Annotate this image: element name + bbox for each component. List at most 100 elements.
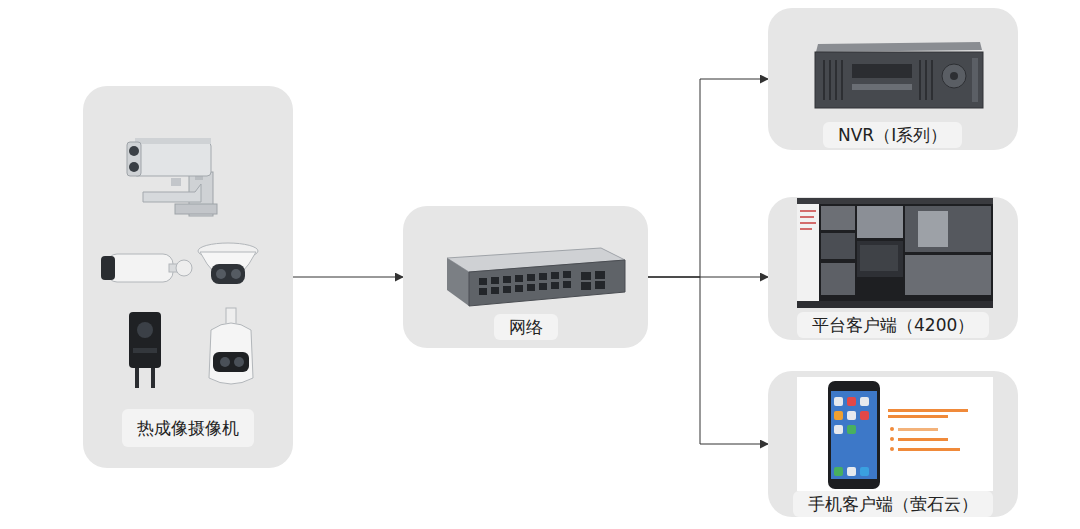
nvr-device-part — [815, 52, 983, 108]
nvr-device — [815, 42, 983, 108]
explosion-proof-camera-part — [133, 142, 211, 176]
phone-app-part — [890, 427, 894, 431]
nvr-device-part — [816, 42, 982, 52]
explosion-proof-camera-part — [127, 142, 141, 176]
network-switch-part — [469, 260, 625, 306]
box-thermal-camera-part — [129, 312, 161, 368]
phone-app-part-part — [834, 425, 843, 434]
phone-app-part-part — [834, 467, 843, 476]
network-switch-part-part — [581, 282, 591, 290]
node-label: 热成像摄像机 — [122, 409, 254, 447]
node-label: 网络 — [494, 314, 558, 340]
network-switch-part-part — [563, 281, 571, 288]
output-box: 平台客户端（4200） — [768, 197, 1018, 340]
network-switch-part — [447, 258, 469, 306]
phone-app-part — [828, 381, 880, 489]
phone-app — [797, 377, 993, 491]
explosion-proof-camera-part — [171, 178, 181, 186]
phone-app-part-part — [847, 425, 856, 434]
nvr-device-part — [824, 60, 932, 100]
explosion-proof-camera-part — [175, 204, 217, 214]
nvr-device-part-part — [824, 60, 842, 100]
box-thermal-camera-part — [133, 348, 157, 353]
ptz-camera-part — [220, 357, 230, 367]
phone-app-part-part — [860, 467, 869, 476]
phone-app-part-part — [860, 411, 869, 420]
software-window-part — [821, 263, 855, 295]
network-switch-part-part — [539, 283, 547, 290]
software-window-part — [797, 198, 993, 308]
phone-app-part-part — [834, 397, 843, 406]
nvr-device-part — [942, 64, 966, 88]
ptz-camera-part — [209, 323, 253, 384]
camera-group: 热成像摄像机 — [83, 86, 293, 468]
software-window-part — [797, 204, 819, 304]
connector-arrow — [648, 79, 768, 277]
software-window-part — [857, 206, 903, 238]
nvr-device-part — [950, 72, 958, 80]
nvr-device-part — [852, 64, 912, 78]
nvr-device-part — [972, 58, 978, 102]
network-switch-part-part — [539, 273, 547, 280]
network-switch-part-part — [491, 277, 499, 284]
network-switch-part — [479, 271, 605, 295]
ptz-camera-part — [213, 352, 249, 372]
ptz-camera — [209, 308, 253, 384]
box-thermal-camera-part — [137, 322, 153, 338]
phone-app-part — [898, 428, 938, 431]
bullet-camera-part — [101, 256, 115, 280]
output-box: NVR（I系列） — [768, 8, 1018, 150]
network-switch-part-part — [479, 278, 487, 285]
phone-app-part-part — [847, 397, 856, 406]
phone-app-part-part — [847, 467, 856, 476]
software-window-part — [905, 206, 991, 252]
software-window-part — [797, 198, 993, 204]
node-label: 手机客户端（萤石云） — [793, 491, 993, 517]
bullet-camera-part — [107, 254, 173, 282]
network-switch-part-part — [527, 274, 535, 281]
phone-app-part-part — [834, 411, 843, 420]
software-window-part — [860, 245, 898, 271]
network-switch-part-part — [515, 275, 523, 282]
output-box: 手机客户端（萤石云） — [768, 371, 1018, 517]
ptz-camera-part — [234, 357, 244, 367]
bullet-camera-part — [176, 260, 192, 276]
bullet-camera — [101, 254, 192, 282]
node-label: 平台客户端（4200） — [797, 312, 989, 338]
network-box: 网络 — [403, 206, 648, 348]
phone-app-part — [890, 437, 894, 441]
explosion-proof-camera-part — [143, 184, 201, 202]
network-switch-part-part — [595, 271, 605, 279]
network-switch-part-part — [595, 281, 605, 289]
turret-camera-part — [216, 269, 226, 279]
explosion-proof-camera-part — [135, 138, 211, 144]
phone-app-part-part — [860, 397, 869, 406]
software-window-part — [797, 301, 993, 308]
explosion-proof-camera-part — [129, 146, 139, 156]
network-switch-part-part — [503, 276, 511, 283]
network-switch-part-part — [551, 282, 559, 289]
network-switch-part-part — [479, 288, 487, 295]
network-switch-part-part — [581, 272, 591, 280]
turret-camera-part — [231, 269, 241, 279]
software-window-part — [821, 206, 855, 230]
software-window-part — [905, 255, 991, 295]
phone-app-part — [831, 391, 877, 479]
turret-camera — [198, 243, 258, 284]
network-switch-part-part — [491, 287, 499, 294]
box-thermal-camera — [129, 312, 161, 388]
explosion-proof-camera-part — [129, 162, 139, 172]
network-switch — [447, 248, 625, 306]
software-window-part — [918, 211, 948, 247]
phone-app-part — [834, 397, 869, 476]
connector-arrow — [293, 277, 403, 278]
phone-app-part — [888, 415, 948, 418]
nvr-device-part-part — [920, 60, 932, 100]
connector-arrow — [648, 277, 768, 444]
network-switch-part-part — [527, 284, 535, 291]
software-window-part — [857, 241, 903, 277]
software-window-part — [821, 233, 855, 259]
phone-app-part — [890, 447, 894, 451]
node-label: NVR（I系列） — [823, 122, 962, 148]
